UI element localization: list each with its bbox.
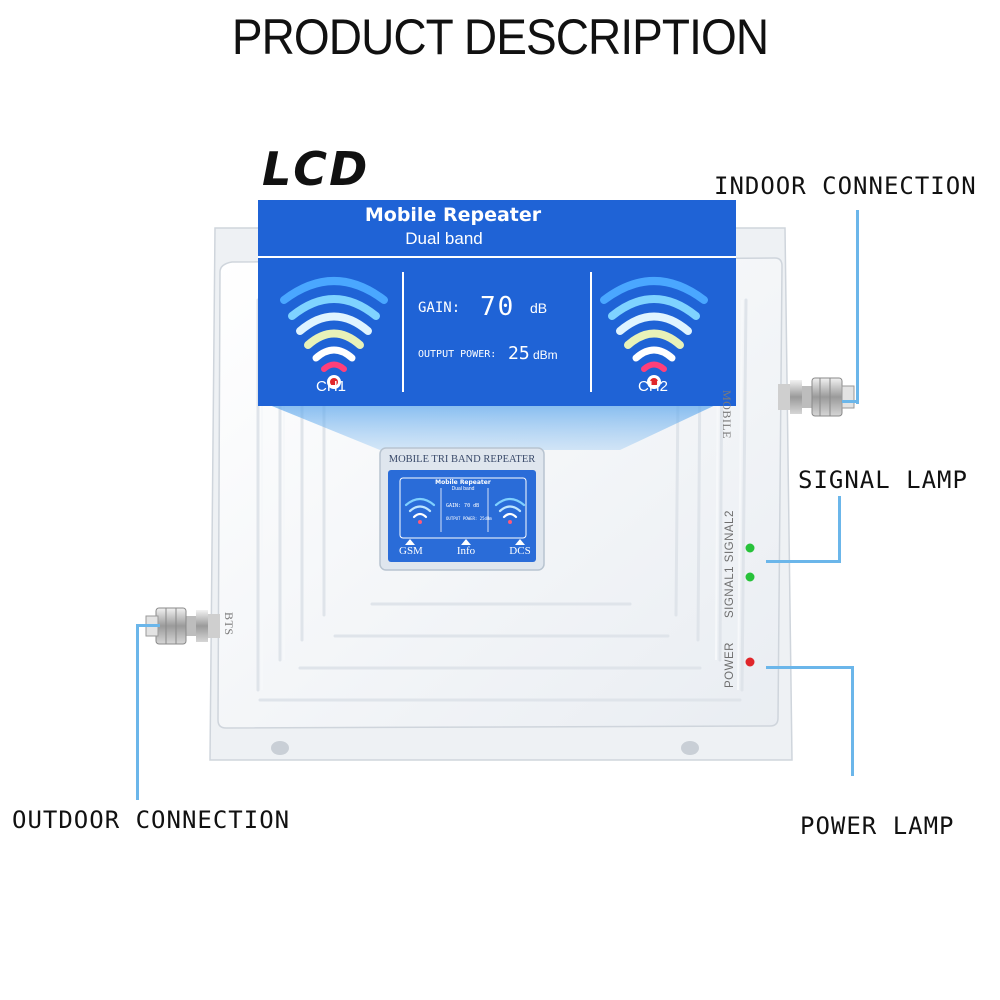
device-mini-heading: Mobile Repeater bbox=[435, 479, 491, 486]
lcd-subheading: Dual band bbox=[405, 229, 483, 248]
device-mini-output: OUTPUT POWER: 25dBm bbox=[446, 516, 492, 521]
output-power-value: 25 bbox=[508, 343, 530, 364]
indoor-leader-vertical bbox=[856, 210, 859, 404]
signal-lamp-callout: SIGNAL LAMP bbox=[798, 466, 968, 494]
lcd-heading: Mobile Repeater bbox=[364, 204, 542, 226]
power-leader-horizontal bbox=[766, 666, 854, 669]
outdoor-leader-vertical bbox=[136, 624, 139, 800]
indoor-leader-horizontal bbox=[842, 400, 859, 403]
device-button-info[interactable]: Info bbox=[456, 545, 476, 557]
bts-port-label: BTS bbox=[222, 612, 236, 636]
gain-unit: dB bbox=[530, 300, 548, 316]
ch2-label: CH2 bbox=[638, 378, 669, 395]
device-panel-heading: MOBILE TRI BAND REPEATER bbox=[388, 454, 536, 465]
gain-value: 70 bbox=[480, 292, 516, 322]
ch2-signal-icon bbox=[600, 277, 708, 389]
gain-label: GAIN: bbox=[418, 300, 461, 316]
lcd-callout: LCD bbox=[262, 142, 370, 196]
indoor-connection-callout: INDOOR CONNECTION bbox=[714, 172, 977, 200]
lcd-center-box bbox=[402, 272, 592, 392]
page-title: PRODUCT DESCRIPTION bbox=[231, 9, 769, 65]
output-power-label: OUTPUT POWER: bbox=[418, 349, 497, 360]
output-power-unit: dBm bbox=[533, 348, 558, 362]
device-button-dcs[interactable]: DCS bbox=[509, 545, 531, 557]
outdoor-connection-callout: OUTDOOR CONNECTION bbox=[12, 806, 291, 834]
power-led-label: POWER bbox=[724, 642, 736, 688]
signal-leader-vertical bbox=[838, 496, 841, 562]
power-leader-vertical bbox=[851, 666, 854, 776]
device-mini-gain: GAIN: 70 dB bbox=[446, 503, 480, 509]
device-button-gsm[interactable]: GSM bbox=[399, 545, 423, 557]
ch1-signal-icon bbox=[280, 277, 388, 389]
power-lamp-callout: POWER LAMP bbox=[800, 812, 955, 840]
device-mini-sub: Dual band bbox=[451, 486, 475, 492]
ch1-label: CH1 bbox=[316, 378, 347, 395]
signal-led-labels: SIGNAL1 SIGNAL2 bbox=[724, 510, 736, 618]
mobile-port-label: MOBILE bbox=[720, 390, 734, 439]
lcd-display: Mobile Repeater Dual band CH1 CH2 GAIN: bbox=[258, 200, 736, 406]
lcd-divider bbox=[258, 256, 736, 258]
outdoor-leader-horizontal bbox=[136, 624, 160, 627]
signal-leader-horizontal bbox=[766, 560, 841, 563]
